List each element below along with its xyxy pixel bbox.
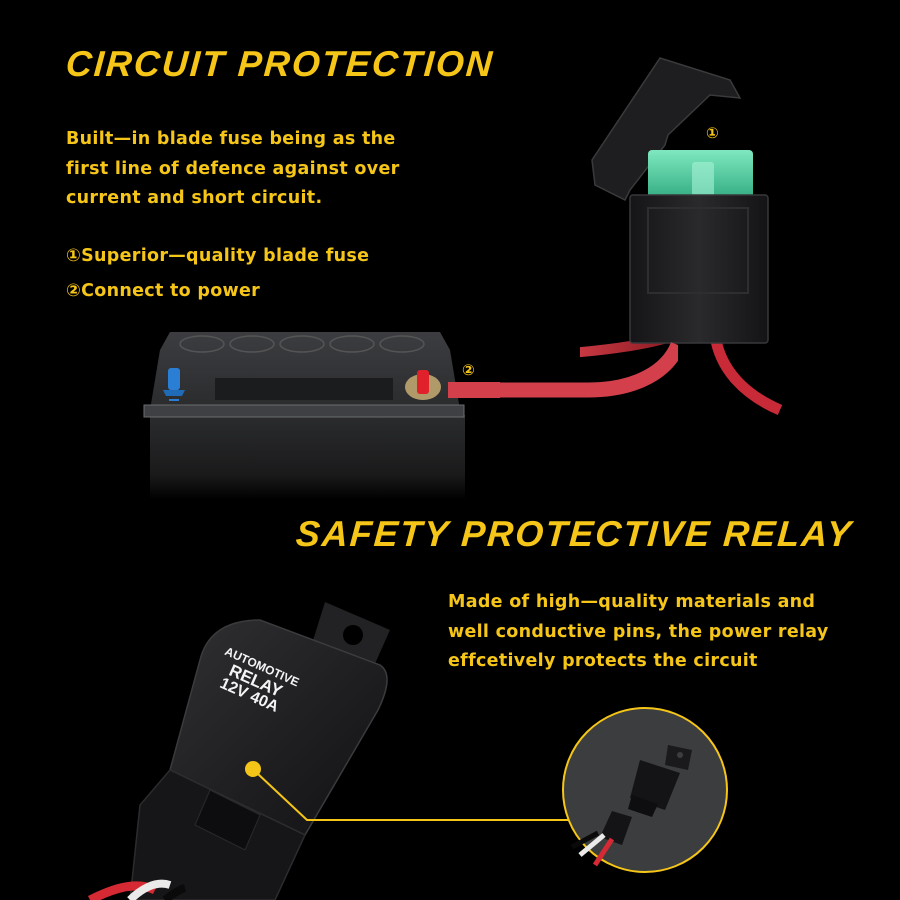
description-line: effcetively protects the circuit (448, 651, 758, 671)
positive-terminal (417, 370, 429, 394)
description-line: Built—in blade fuse being as the (66, 129, 396, 149)
feature-list: ①Superior—quality blade fuse ②Connect to… (66, 239, 369, 309)
power-wire-extension (498, 341, 678, 398)
feature-item-fuse: ①Superior—quality blade fuse (66, 246, 370, 266)
callout-marker-power: ② (462, 361, 475, 379)
circuit-protection-description: Built—in blade fuse being as the first l… (66, 125, 400, 214)
relay-body (169, 619, 388, 836)
feature-item-power: ②Connect to power (66, 281, 261, 301)
description-line: first line of defence against over (66, 158, 400, 179)
battery-body (150, 415, 465, 500)
relay-illustration (87, 602, 390, 900)
callout-marker-fuse: ① (706, 124, 719, 142)
relay-heading: SAFETY PROTECTIVE RELAY (294, 513, 855, 554)
relay-description: Made of high—quality materials and well … (448, 588, 829, 677)
callout-leader-line (245, 761, 570, 821)
circuit-protection-heading: CIRCUIT PROTECTION (64, 43, 496, 84)
fuse-holder-lid (591, 57, 742, 202)
description-line: Made of high—quality materials and (448, 592, 816, 612)
power-wire (448, 382, 500, 398)
relay-detail-inset (562, 707, 728, 873)
description-line: current and short circuit. (66, 188, 323, 208)
fuse-holder-box (629, 194, 769, 344)
callout-dot (245, 761, 261, 777)
fuse-holder-illustration (580, 57, 783, 416)
battery-illustration (143, 332, 500, 500)
negative-terminal (168, 368, 180, 390)
description-line: well conductive pins, the power relay (448, 621, 829, 642)
red-wire-right (709, 334, 783, 416)
